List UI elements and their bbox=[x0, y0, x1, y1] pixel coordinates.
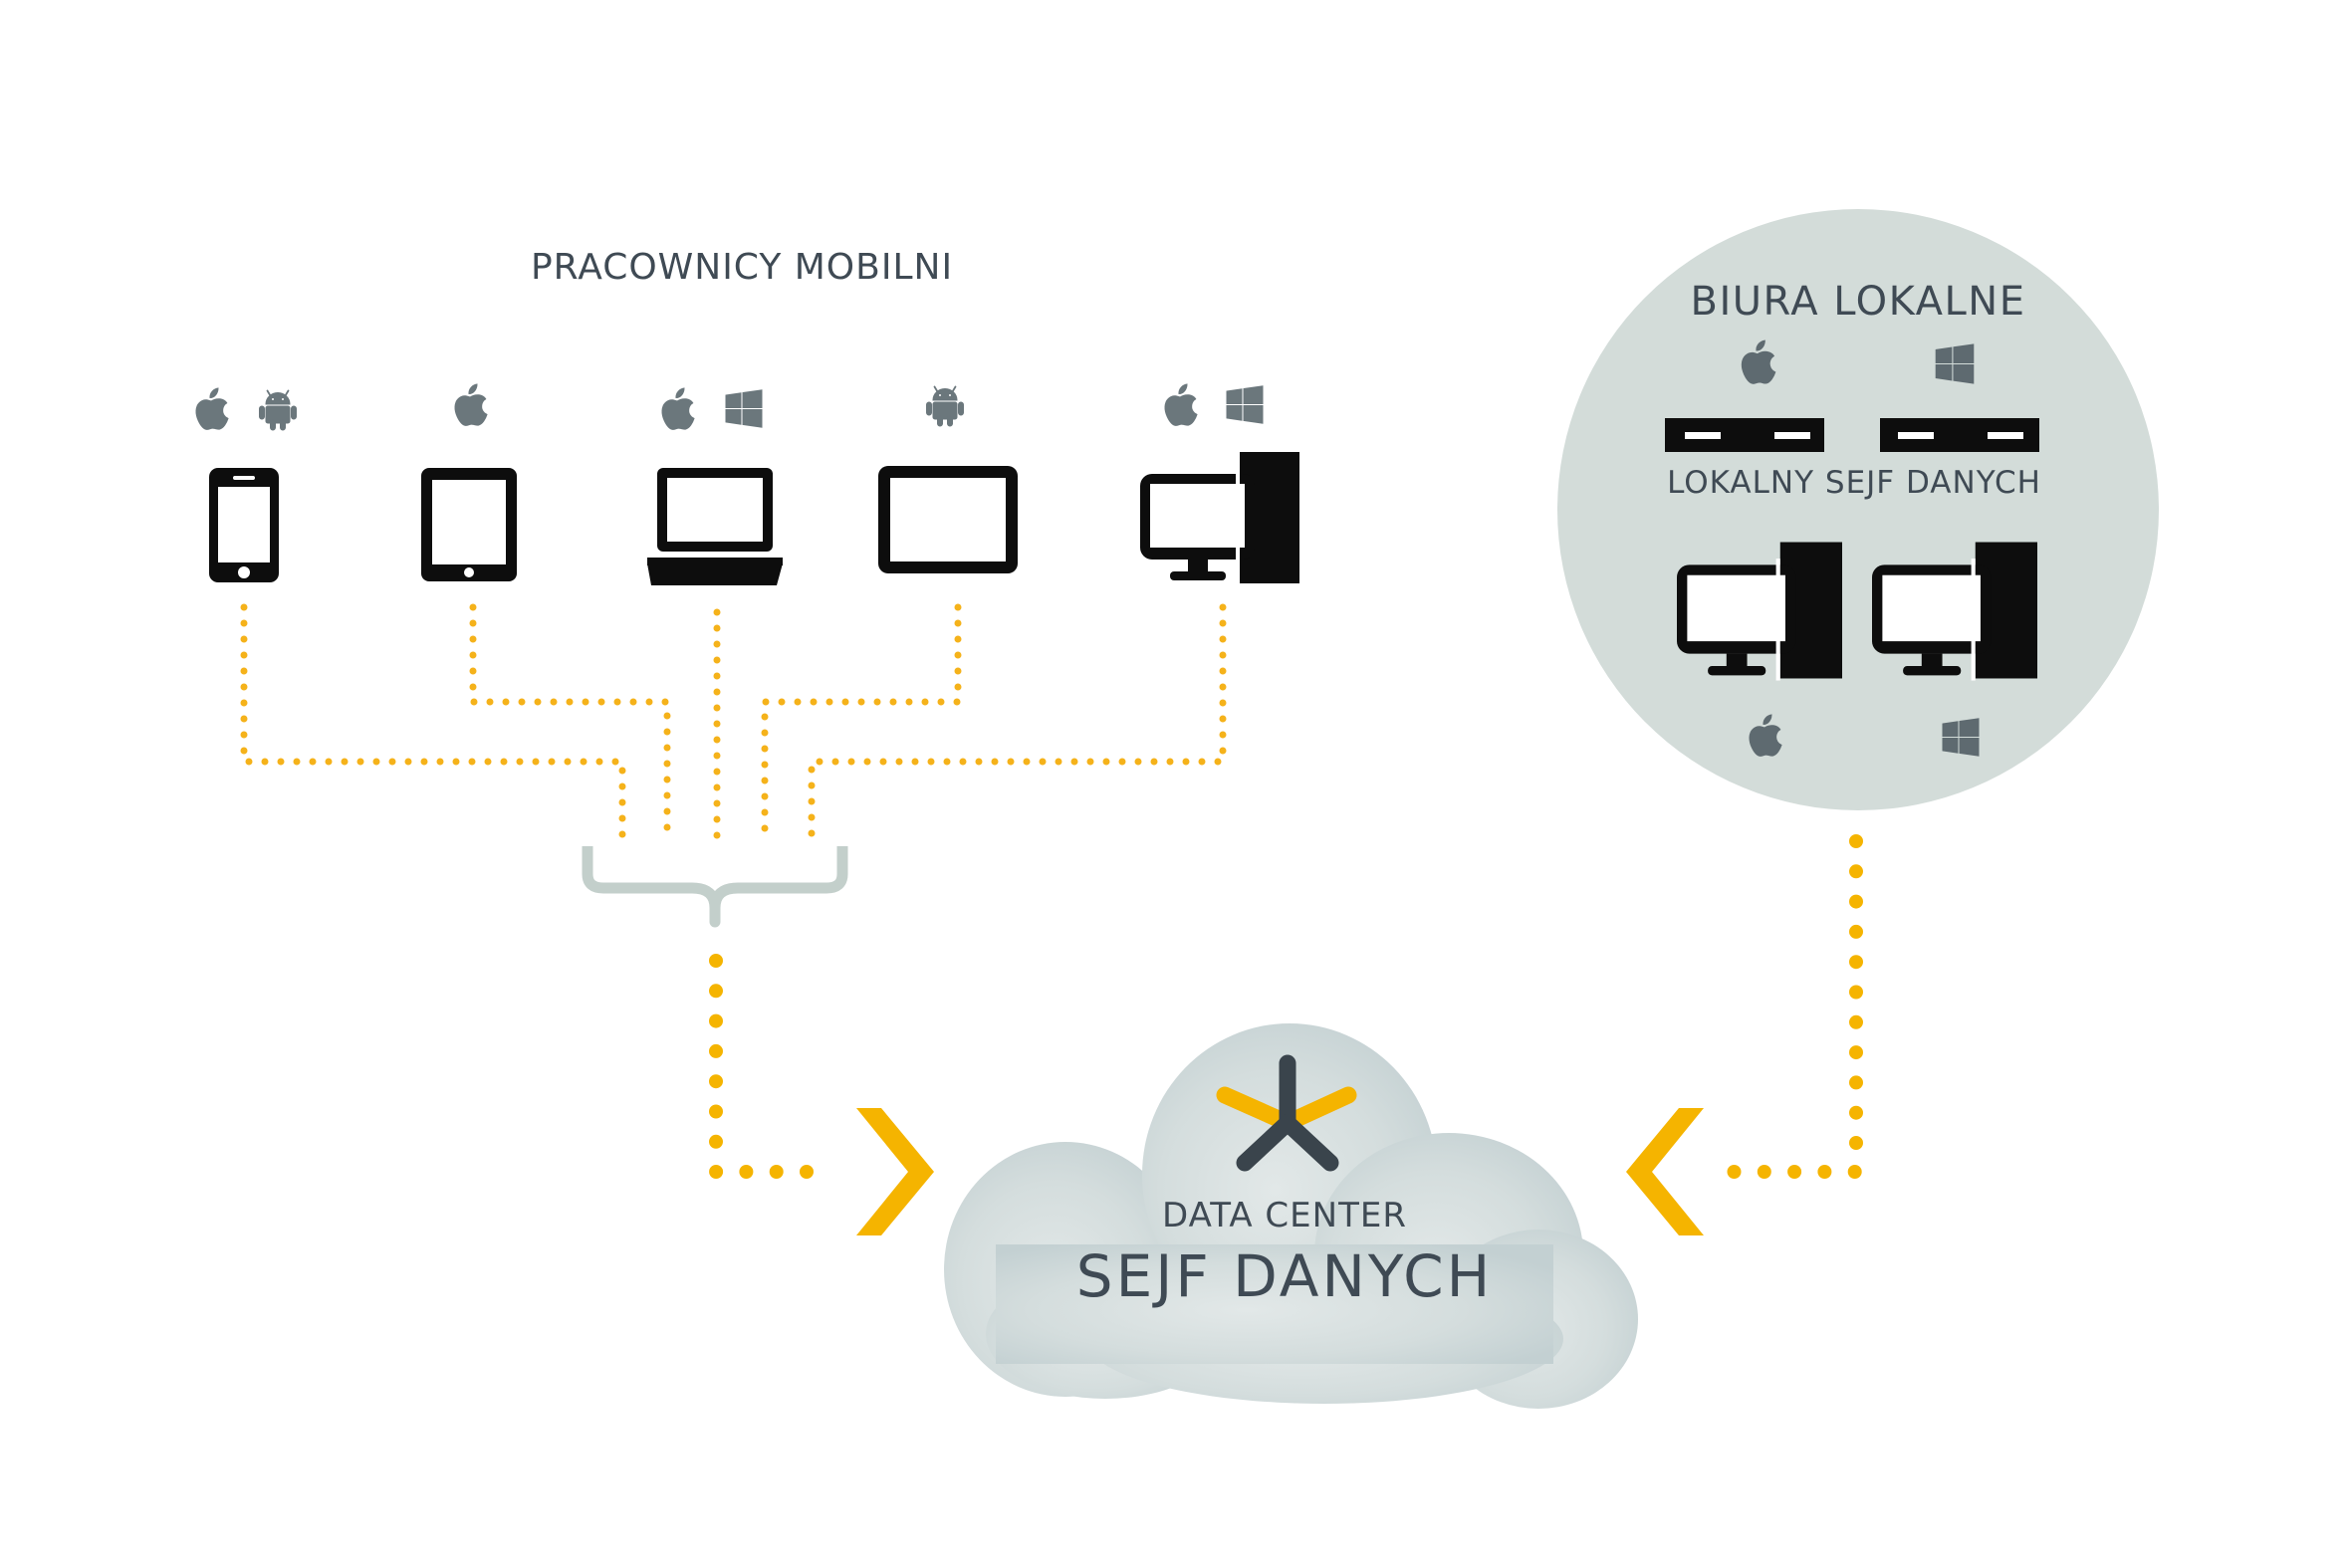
connector-mobile-to-cloud bbox=[709, 954, 838, 1179]
connector-tablet-landscape bbox=[761, 603, 962, 840]
windows-icon bbox=[725, 389, 763, 428]
chevron-left-icon bbox=[1626, 1108, 1704, 1235]
os-icons-mobile bbox=[195, 383, 1264, 431]
data-center-title: SEJF DANYCH bbox=[1076, 1242, 1493, 1310]
connector-smartphone bbox=[240, 603, 626, 840]
connector-tablet bbox=[469, 603, 671, 840]
tablet-landscape-icon bbox=[878, 466, 1018, 573]
data-center-cloud bbox=[944, 1023, 1638, 1409]
android-icon bbox=[925, 385, 965, 427]
mobile-connectors bbox=[240, 603, 1227, 840]
connector-desktop bbox=[808, 603, 1227, 840]
android-icon bbox=[258, 389, 298, 431]
windows-icon bbox=[1226, 385, 1264, 424]
desktop-icon bbox=[1140, 452, 1299, 585]
local-server-windows bbox=[1880, 418, 2039, 452]
data-center-logo-icon bbox=[1216, 1054, 1357, 1172]
data-center-subtitle: DATA CENTER bbox=[1162, 1196, 1407, 1235]
apple-icon bbox=[195, 387, 229, 430]
tablet-icon bbox=[421, 468, 517, 581]
apple-icon bbox=[454, 383, 488, 426]
apple-icon bbox=[661, 387, 695, 430]
connector-offices-to-cloud bbox=[1706, 834, 1863, 1179]
mobile-workers-title: PRACOWNICY MOBILNI bbox=[531, 247, 953, 288]
smartphone-icon bbox=[209, 468, 279, 582]
apple-icon bbox=[1164, 383, 1198, 426]
grouping-bracket bbox=[582, 846, 848, 928]
chevron-right-icon bbox=[856, 1108, 934, 1235]
local-server-apple bbox=[1665, 418, 1824, 452]
local-vault-label: LOKALNY SEJF DANYCH bbox=[1667, 465, 2041, 501]
laptop-icon bbox=[647, 468, 783, 585]
local-offices-title: BIURA LOKALNE bbox=[1691, 279, 2026, 325]
